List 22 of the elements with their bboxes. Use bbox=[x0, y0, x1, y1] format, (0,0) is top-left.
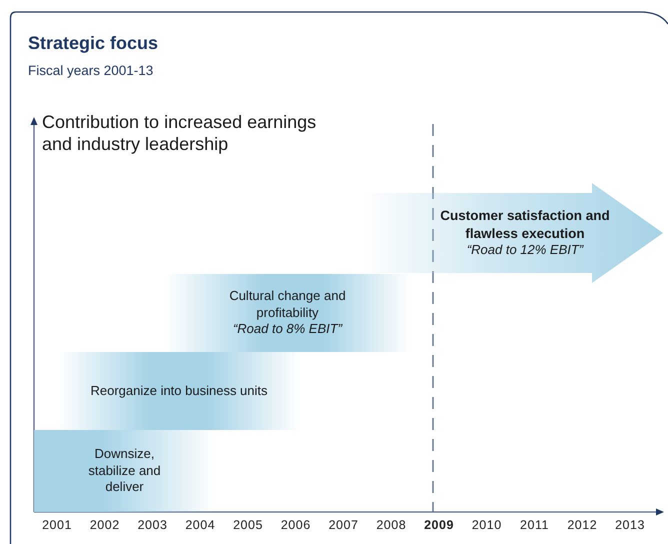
phase-label: Downsize, stabilize and deliver bbox=[87, 446, 162, 496]
year-label: 2001 bbox=[41, 518, 73, 532]
year-label: 2012 bbox=[566, 518, 598, 532]
axis-title: Contribution to increased earnings and industry leadership bbox=[42, 112, 318, 156]
year-label: 2007 bbox=[328, 518, 360, 532]
chart-subtitle: Fiscal years 2001-13 bbox=[28, 63, 154, 78]
year-label: 2011 bbox=[519, 518, 550, 532]
year-label: 2004 bbox=[184, 518, 216, 532]
phase-label: Reorganize into business units bbox=[89, 382, 269, 400]
chart-title: Strategic focus bbox=[28, 33, 158, 54]
year-label: 2013 bbox=[614, 518, 646, 532]
year-label: 2003 bbox=[136, 518, 168, 532]
year-label: 2005 bbox=[232, 518, 264, 532]
phase-target: “Road to 8% EBIT” bbox=[232, 321, 344, 338]
year-label: 2006 bbox=[280, 518, 312, 532]
year-label: 2002 bbox=[88, 518, 121, 532]
phase-target: “Road to 12% EBIT” bbox=[466, 242, 585, 259]
year-label: 2008 bbox=[375, 518, 408, 532]
phase-label: Customer satisfaction and flawless execution bbox=[439, 207, 611, 242]
year-label: 2009 bbox=[423, 518, 455, 532]
phase-label: Cultural change and profitability bbox=[228, 288, 347, 322]
year-label: 2010 bbox=[470, 518, 503, 532]
